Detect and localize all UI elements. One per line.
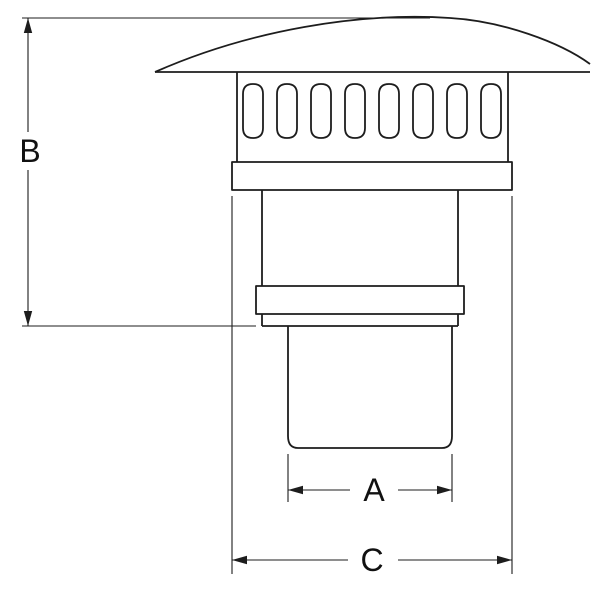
dimension-label-c: C <box>360 542 383 578</box>
louver-slot <box>412 83 434 139</box>
dimension-label-b: B <box>19 133 40 169</box>
louver-slot <box>378 83 400 139</box>
louver-slot <box>242 83 264 139</box>
louver-slot <box>344 83 366 139</box>
dimension-label-a: A <box>363 472 385 508</box>
louver-slot <box>446 83 468 139</box>
louver-slot <box>276 83 298 139</box>
arrowhead-down-icon <box>23 311 33 326</box>
louver-slot <box>310 83 332 139</box>
arrowhead-right-icon <box>497 555 512 565</box>
lower-pipe <box>287 326 453 449</box>
dimension-b: B <box>19 17 430 327</box>
collar <box>231 161 513 191</box>
arrowhead-up-icon <box>23 18 33 33</box>
cap-dome <box>154 15 591 73</box>
louver-slot <box>480 83 502 139</box>
dimension-a: A <box>287 454 453 508</box>
louver-slots <box>242 83 502 139</box>
arrowhead-left-icon <box>288 485 303 495</box>
cap-assembly <box>154 15 591 449</box>
arrowhead-left-icon <box>232 555 247 565</box>
dimension-c: C <box>231 196 513 578</box>
pipe-band <box>255 285 465 315</box>
arrowhead-right-icon <box>437 485 452 495</box>
